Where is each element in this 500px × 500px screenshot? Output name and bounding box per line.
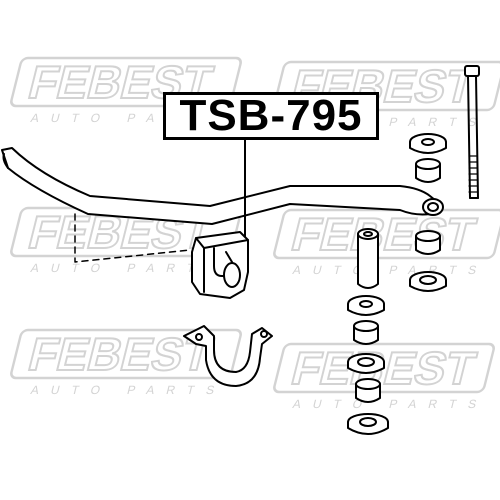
- link-washer-cup: [347, 413, 389, 435]
- link-rubber-bushing: [355, 378, 381, 403]
- svg-text:FEBEST: FEBEST: [287, 209, 482, 260]
- bushing-bracket: [183, 325, 273, 387]
- link-rubber-bushing: [353, 320, 379, 345]
- link-sleeve: [357, 228, 379, 289]
- part-number-label: TSB-795: [179, 91, 363, 140]
- febest-watermark-logo: FEBEST: [273, 208, 500, 261]
- link-washer-cup: [347, 353, 385, 374]
- svg-text:AUTO PARTS: AUTO PARTS: [29, 261, 228, 275]
- link-washer-cup: [409, 133, 447, 154]
- link-washer-cup: [409, 271, 447, 292]
- svg-text:AUTO PARTS: AUTO PARTS: [291, 397, 490, 411]
- stabilizer-bar: [1, 147, 444, 225]
- svg-text:AUTO PARTS: AUTO PARTS: [29, 383, 228, 397]
- stabilizer-bushing: [191, 231, 249, 299]
- link-washer-cup: [347, 295, 385, 316]
- link-bolt: [464, 65, 480, 199]
- link-rubber-bushing: [415, 158, 441, 183]
- alignment-guide: [74, 213, 191, 263]
- link-rubber-bushing: [415, 230, 441, 255]
- part-number-callout: TSB-795: [163, 92, 379, 140]
